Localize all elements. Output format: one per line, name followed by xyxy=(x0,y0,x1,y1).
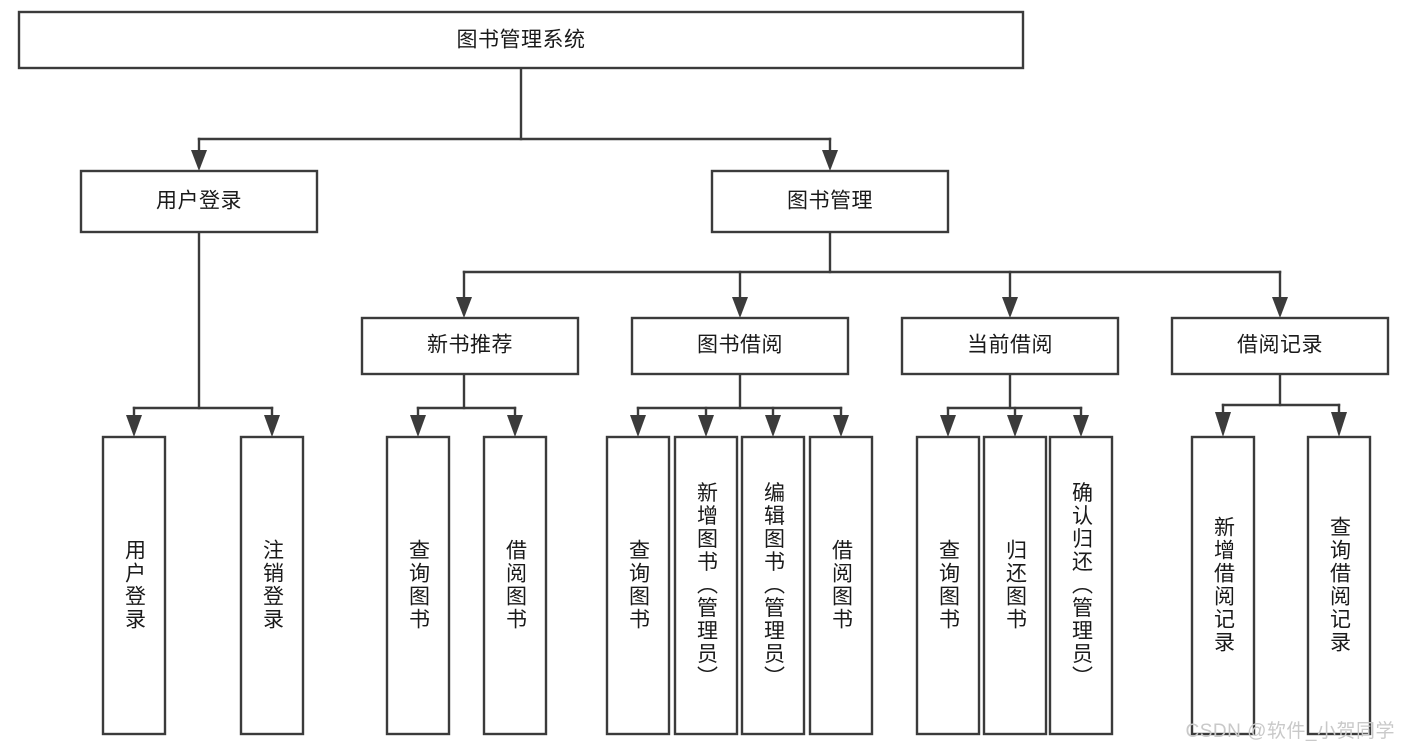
node-book-management[interactable]: 图书管理 xyxy=(710,169,950,234)
node-leaf-query-book-current-box xyxy=(915,435,981,736)
node-book-borrow[interactable]: 图书借阅 xyxy=(630,316,850,376)
node-leaf-query-book-recommend-box xyxy=(385,435,451,736)
edge-group-book-borrow-to-leaves xyxy=(630,372,849,437)
node-leaf-query-book-borrow-label: 查询图书 xyxy=(627,539,651,631)
node-root-box xyxy=(17,10,1025,70)
node-leaf-borrow-book-recommend-label: 借阅图书 xyxy=(504,539,528,631)
node-leaf-logout-box xyxy=(239,435,305,736)
node-leaf-edit-book[interactable]: 编辑图书（管理员） xyxy=(740,435,806,736)
node-leaf-user-login-label: 用户登录 xyxy=(123,539,147,631)
node-leaf-return-book-label: 归还图书 xyxy=(1004,539,1028,631)
node-leaf-return-book-box xyxy=(982,435,1048,736)
node-user-login-label: 用户登录 xyxy=(156,190,242,213)
arrow-to-book-borrow xyxy=(732,297,748,318)
edge-group-borrow-record-to-leaves xyxy=(1215,372,1347,437)
node-new-book-recommend-box xyxy=(360,316,580,376)
node-leaf-logout-label: 注销登录 xyxy=(261,539,285,631)
node-root[interactable]: 图书管理系统 xyxy=(17,10,1025,70)
node-leaf-query-book-borrow[interactable]: 查询图书 xyxy=(605,435,671,736)
node-leaf-borrow-book-recommend-box xyxy=(482,435,548,736)
node-leaf-edit-book-label: 编辑图书（管理员） xyxy=(762,482,786,689)
arrow-to-user-login xyxy=(191,150,207,171)
arrow-to-current-borrow xyxy=(1002,297,1018,318)
node-new-book-recommend[interactable]: 新书推荐 xyxy=(360,316,580,376)
node-root-label: 图书管理系统 xyxy=(457,29,586,52)
node-book-management-box xyxy=(710,169,950,234)
arrow-to-leaf-add-book xyxy=(698,415,714,437)
node-leaf-confirm-return-box xyxy=(1048,435,1114,736)
node-leaf-query-book-recommend[interactable]: 查询图书 xyxy=(385,435,451,736)
node-leaf-query-borrow-record-box xyxy=(1306,435,1372,736)
node-leaf-confirm-return[interactable]: 确认归还（管理员） xyxy=(1048,435,1114,736)
node-user-login[interactable]: 用户登录 xyxy=(79,169,319,234)
node-borrow-record[interactable]: 借阅记录 xyxy=(1170,316,1390,376)
arrow-to-leaf-edit-book xyxy=(765,415,781,437)
edge-group-new-book-recommend-to-leaves xyxy=(410,372,523,437)
node-book-borrow-label: 图书借阅 xyxy=(697,334,783,357)
node-leaf-add-book-box xyxy=(673,435,739,736)
node-leaf-confirm-return-label: 确认归还（管理员） xyxy=(1070,482,1094,689)
node-new-book-recommend-label: 新书推荐 xyxy=(427,334,513,357)
node-current-borrow-box xyxy=(900,316,1120,376)
node-borrow-record-box xyxy=(1170,316,1390,376)
node-leaf-return-book[interactable]: 归还图书 xyxy=(982,435,1048,736)
node-leaf-borrow-book-box xyxy=(808,435,874,736)
arrow-to-borrow-record xyxy=(1272,297,1288,318)
node-book-borrow-box xyxy=(630,316,850,376)
arrow-to-leaf-logout xyxy=(264,415,280,437)
node-leaf-add-borrow-record[interactable]: 新增借阅记录 xyxy=(1190,435,1256,736)
node-leaf-logout[interactable]: 注销登录 xyxy=(239,435,305,736)
arrow-to-new-book-recommend xyxy=(456,297,472,318)
arrow-to-book-management xyxy=(822,150,838,171)
arrow-to-leaf-return-book xyxy=(1007,415,1023,437)
node-leaf-edit-book-box xyxy=(740,435,806,736)
node-current-borrow[interactable]: 当前借阅 xyxy=(900,316,1120,376)
node-leaf-add-borrow-record-box xyxy=(1190,435,1256,736)
edge-group-bookmgmt-to-level3 xyxy=(456,230,1288,318)
arrow-to-leaf-borrow-book-recommend xyxy=(507,415,523,437)
node-leaf-query-book-current[interactable]: 查询图书 xyxy=(915,435,981,736)
node-leaf-add-book-label: 新增图书（管理员） xyxy=(695,482,719,689)
arrow-to-leaf-add-borrow-record xyxy=(1215,412,1231,437)
node-leaf-query-book-current-label: 查询图书 xyxy=(937,539,961,631)
node-leaf-borrow-book[interactable]: 借阅图书 xyxy=(808,435,874,736)
node-leaf-query-book-borrow-box xyxy=(605,435,671,736)
arrow-to-leaf-confirm-return xyxy=(1073,415,1089,437)
node-leaf-add-borrow-record-label: 新增借阅记录 xyxy=(1212,516,1236,654)
edge-group-user-login-to-leaves xyxy=(126,230,280,437)
node-leaf-query-book-recommend-label: 查询图书 xyxy=(407,539,431,631)
node-borrow-record-label: 借阅记录 xyxy=(1237,334,1323,357)
arrow-to-leaf-query-borrow-record xyxy=(1331,412,1347,437)
arrow-to-leaf-user-login xyxy=(126,415,142,437)
arrow-to-leaf-query-book-recommend xyxy=(410,415,426,437)
edge-group-current-borrow-to-leaves xyxy=(940,372,1089,437)
node-leaf-query-borrow-record-label: 查询借阅记录 xyxy=(1328,516,1352,654)
node-user-login-box xyxy=(79,169,319,234)
node-leaf-query-borrow-record[interactable]: 查询借阅记录 xyxy=(1306,435,1372,736)
node-book-management-label: 图书管理 xyxy=(787,190,873,213)
node-leaf-borrow-book-label: 借阅图书 xyxy=(830,539,854,631)
node-current-borrow-label: 当前借阅 xyxy=(967,334,1053,357)
node-leaf-borrow-book-recommend[interactable]: 借阅图书 xyxy=(482,435,548,736)
arrow-to-leaf-borrow-book xyxy=(833,415,849,437)
node-leaf-user-login[interactable]: 用户登录 xyxy=(101,435,167,736)
node-leaf-user-login-box xyxy=(101,435,167,736)
arrow-to-leaf-query-book-current xyxy=(940,415,956,437)
arrow-to-leaf-query-book-borrow xyxy=(630,415,646,437)
edge-group-root-to-level2 xyxy=(191,66,838,171)
node-leaf-add-book[interactable]: 新增图书（管理员） xyxy=(673,435,739,736)
